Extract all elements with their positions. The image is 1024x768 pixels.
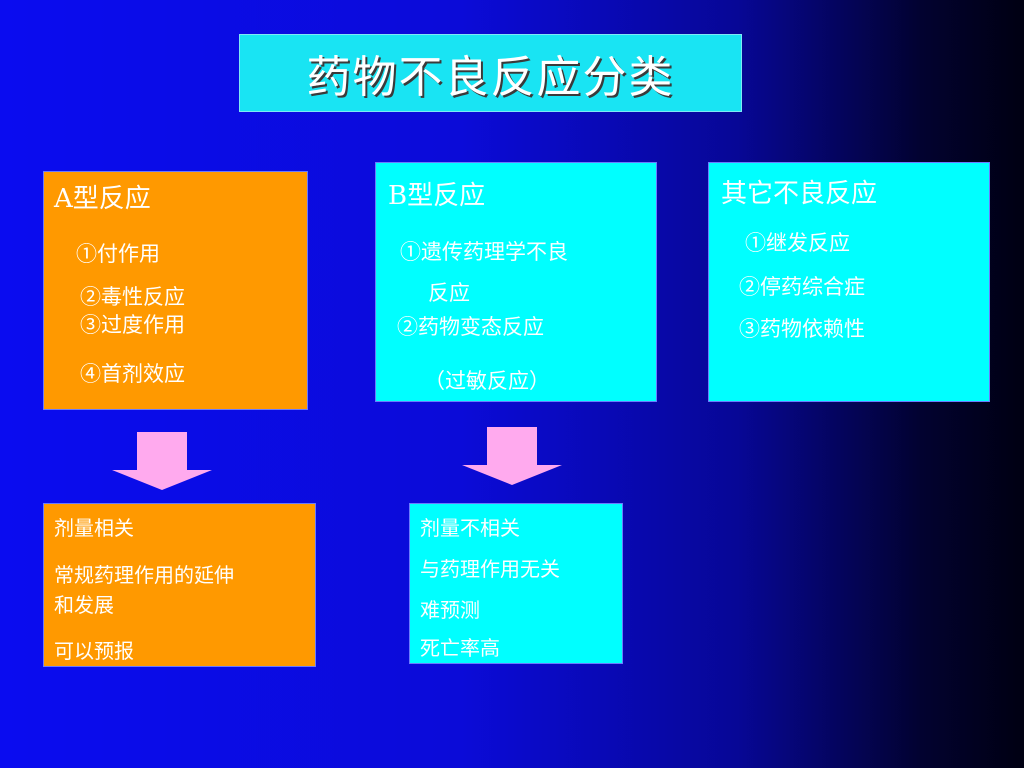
down-arrow-icon [112, 432, 212, 490]
type-a-item-4: ④首剂效应 [80, 362, 185, 386]
summary-a-line-1: 剂量相关 [54, 516, 134, 540]
type-b-box: B型反应 ①遗传药理学不良 反应 ②药物变态反应 （过敏反应） [375, 162, 657, 402]
type-b-item-1-line-1: ①遗传药理学不良 [400, 240, 568, 264]
type-b-heading: B型反应 [388, 181, 486, 211]
summary-a-line-4: 可以预报 [54, 639, 134, 663]
down-arrow-icon [462, 427, 562, 485]
other-item-2: ②停药综合症 [739, 275, 865, 299]
summary-b-line-4: 死亡率高 [420, 636, 500, 660]
type-b-item-2-note: （过敏反应） [424, 369, 550, 393]
summary-a-line-2: 常规药理作用的延伸 [54, 563, 234, 587]
type-a-item-1: ①付作用 [76, 242, 160, 266]
summary-b-line-3: 难预测 [420, 598, 480, 622]
other-item-1: ①继发反应 [745, 231, 850, 255]
type-a-box: A型反应 ①付作用 ②毒性反应 ③过度作用 ④首剂效应 [43, 171, 308, 410]
summary-a-box: 剂量相关 常规药理作用的延伸 和发展 可以预报 [43, 503, 316, 667]
type-a-heading: A型反应 [54, 184, 151, 214]
type-b-item-1-line-2: 反应 [428, 281, 470, 305]
other-box: 其它不良反应 ①继发反应 ②停药综合症 ③药物依赖性 [708, 162, 990, 402]
other-heading: 其它不良反应 [721, 179, 878, 209]
summary-b-line-1: 剂量不相关 [420, 516, 520, 540]
summary-a-line-3: 和发展 [54, 593, 114, 617]
slide-title: 药物不良反应分类 [239, 34, 742, 112]
type-a-item-3: ③过度作用 [80, 313, 185, 337]
summary-b-box: 剂量不相关 与药理作用无关 难预测 死亡率高 [409, 503, 623, 664]
summary-b-line-2: 与药理作用无关 [420, 557, 560, 581]
other-item-3: ③药物依赖性 [739, 317, 865, 341]
type-b-item-2: ②药物变态反应 [397, 315, 544, 339]
type-a-item-2: ②毒性反应 [80, 285, 185, 309]
